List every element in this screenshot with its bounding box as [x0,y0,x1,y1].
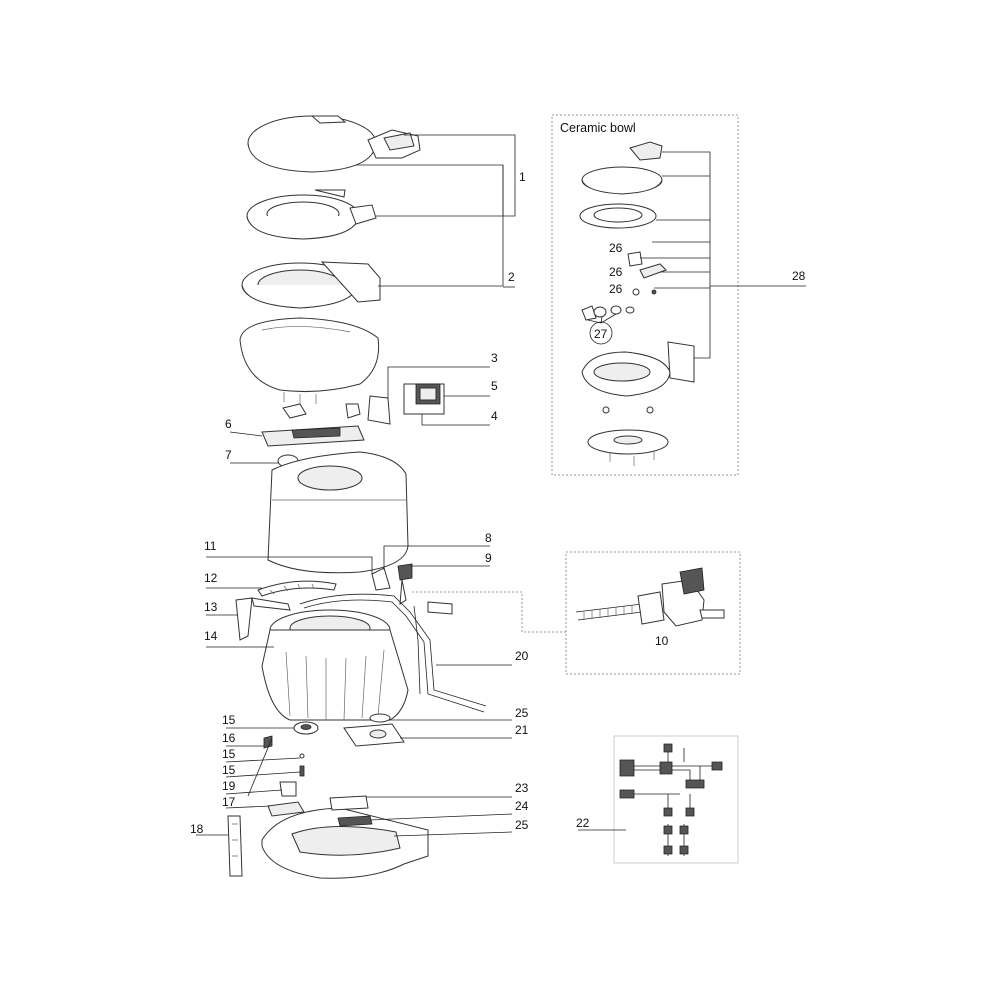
callout-26-top: 26 [609,241,623,255]
callout-21: 21 [515,723,529,737]
callout-22: 22 [576,816,590,830]
callout-24: 24 [515,799,529,813]
callout-9: 9 [485,551,492,565]
callout-4: 4 [491,409,498,423]
lid-part [247,115,421,173]
callout-16: 16 [222,731,236,745]
ring-part [257,580,337,597]
callout-17: 17 [222,795,236,809]
callout-23: 23 [515,781,529,795]
callout-25-upper: 25 [515,706,529,720]
wiring-panel [578,735,739,864]
seal-ring-part [369,713,391,723]
waste-tank [261,609,409,721]
callout-12: 12 [204,571,218,585]
upper-shroud [239,317,380,404]
ceramic-bowl-panel: Ceramic bowl [551,114,806,476]
callout-15-top: 15 [222,713,236,727]
valve-part [293,721,319,735]
callout-26-low: 26 [609,282,623,296]
bowl-part [241,261,381,341]
seat-part [246,189,377,240]
callout-8: 8 [485,531,492,545]
flush-tank-housing [267,451,409,574]
callout-7: 7 [225,448,232,462]
callout-5: 5 [491,379,498,393]
callout-6: 6 [225,417,232,431]
callout-20: 20 [515,649,529,663]
callout-26-mid: 26 [609,265,623,279]
callout-11: 11 [204,539,217,553]
cover-plate-part [367,395,391,425]
callout-13: 13 [204,600,218,614]
callout-labels: 1 2 3 5 4 6 7 11 8 9 12 13 14 10 20 25 2… [190,170,806,836]
leader-lines [196,134,516,837]
ceramic-bowl-title: Ceramic bowl [560,121,636,135]
clip-parts [282,403,361,419]
clamp-part [235,597,291,641]
callout-14: 14 [204,629,218,643]
handle-part [227,815,243,877]
callout-25-lower: 25 [515,818,529,832]
callout-10: 10 [655,634,669,648]
callout-15-low: 15 [222,763,236,777]
pump-part [371,563,413,605]
callout-18: 18 [190,822,204,836]
base-part [261,795,429,879]
small-parts [263,735,305,817]
callout-15-mid: 15 [222,747,236,761]
gasket-plate-part [343,723,405,747]
slide-mechanism-part [261,425,365,447]
callout-28: 28 [792,269,806,283]
callout-27: 27 [594,327,608,341]
callout-3: 3 [491,351,498,365]
callout-19: 19 [222,779,236,793]
lever-assembly-part [403,383,445,415]
callout-1: 1 [519,170,526,184]
callout-2: 2 [508,270,515,284]
pump-panel [412,551,741,675]
pipe-part [299,593,487,713]
